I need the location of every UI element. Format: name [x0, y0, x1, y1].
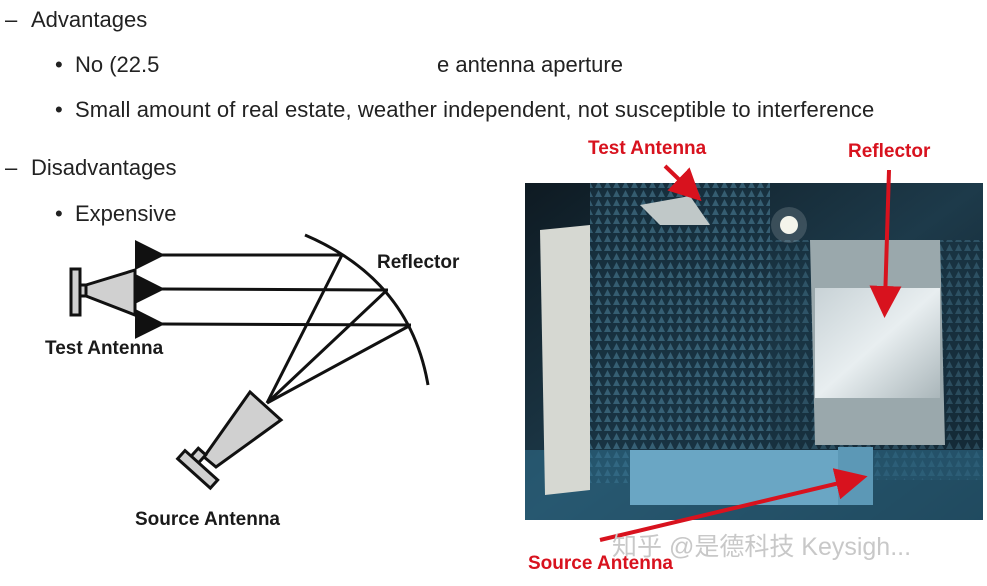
- reflector-panel: [810, 240, 945, 445]
- ray-arrow: [134, 308, 412, 339]
- advantages-dash: –: [5, 7, 18, 32]
- advantage-item-2: Small amount of real estate, weather ind…: [75, 97, 875, 122]
- feed-ray: [265, 289, 388, 405]
- diagram-source-antenna-label: Source Antenna: [135, 509, 280, 530]
- advantage-item-1-start: No (22.5: [75, 52, 160, 77]
- feed-ray: [266, 324, 410, 405]
- diagram-test-antenna-label: Test Antenna: [45, 338, 164, 359]
- reflector-arc: [304, 233, 430, 386]
- bullet-glyph: •: [55, 52, 63, 77]
- bullet-glyph: •: [55, 201, 63, 226]
- photo-reflector-label: Reflector: [848, 141, 931, 162]
- photo-test-antenna-label: Test Antenna: [588, 138, 707, 159]
- watermark: 知乎 @是德科技 Keysigh...: [612, 533, 912, 561]
- disadvantage-item-1: Expensive: [75, 201, 177, 226]
- feed-ray: [265, 254, 344, 404]
- bullet-glyph: •: [55, 97, 63, 122]
- diagram-reflector-label: Reflector: [377, 252, 460, 273]
- photo-source-antenna-label: Source Antenna: [528, 553, 673, 574]
- source-antenna-icon: [175, 389, 284, 491]
- advantage-item-1-end: e antenna aperture: [437, 52, 623, 77]
- source-antenna-cover: [630, 450, 840, 505]
- test-antenna-icon: [69, 267, 137, 318]
- advantages-heading: Advantages: [31, 7, 148, 32]
- disadvantages-heading: Disadvantages: [31, 155, 177, 180]
- disadvantages-dash: –: [5, 155, 18, 180]
- positioner-cover: [540, 225, 590, 495]
- ray-arrow: [134, 273, 389, 304]
- test-antenna-horn: [640, 196, 710, 225]
- ceiling-light: [780, 216, 798, 234]
